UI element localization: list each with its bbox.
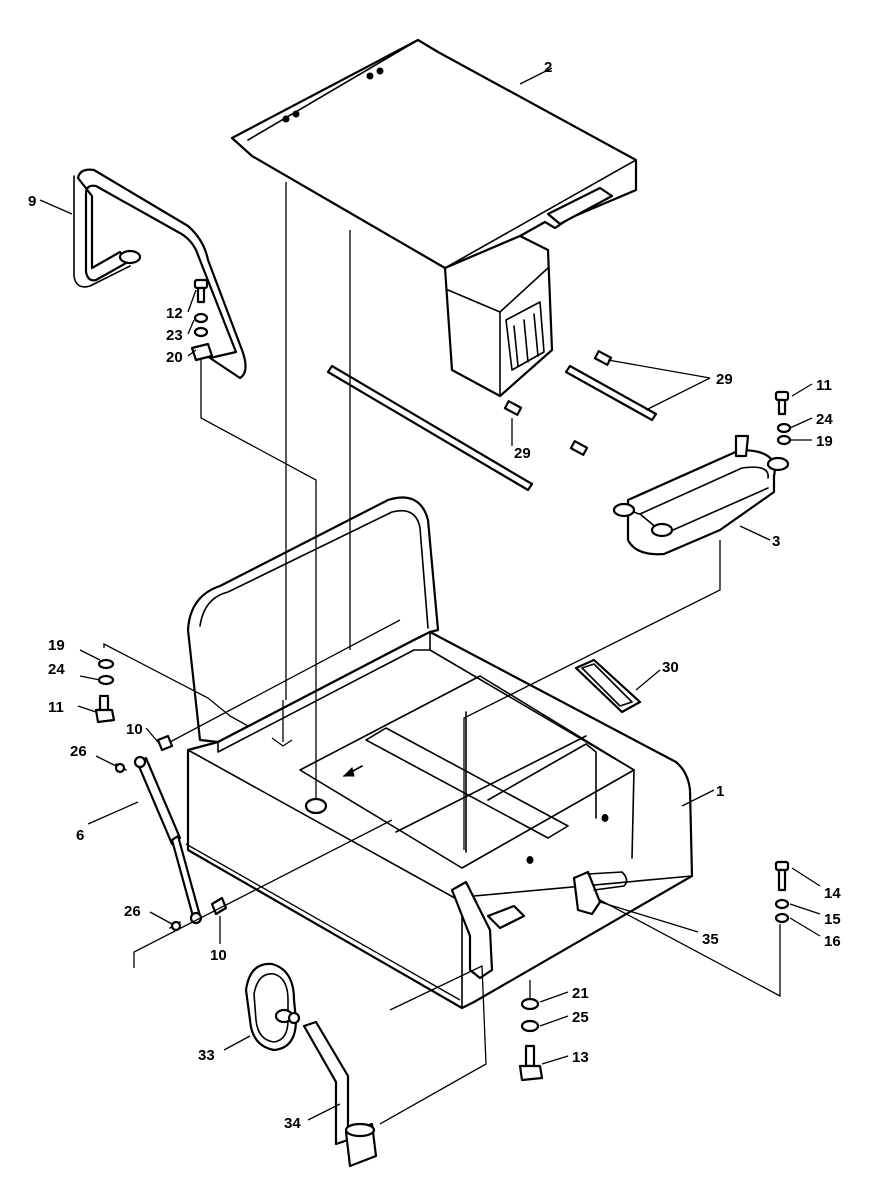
part-6-gas-strut [114, 734, 228, 932]
callout-6: 6 [76, 827, 84, 844]
callout-30: 30 [662, 659, 679, 676]
callout-10-top: 10 [126, 721, 143, 738]
part-34-mirror-stay [302, 1020, 378, 1168]
callout-10-bottom: 10 [210, 947, 227, 964]
bolt-stack-right-mid [774, 860, 790, 924]
callout-34: 34 [284, 1115, 301, 1132]
callout-9: 9 [28, 193, 36, 210]
bolt-stack-right-top [774, 390, 792, 446]
part-3-tray [612, 434, 790, 556]
callout-29-left: 29 [514, 445, 531, 462]
callout-33: 33 [198, 1047, 215, 1064]
callout-24-left: 24 [48, 661, 65, 678]
callout-16: 16 [824, 933, 841, 950]
bolt-stack-bottom [518, 997, 544, 1082]
callout-24-top: 24 [816, 411, 833, 428]
part-1-seat-box [186, 496, 694, 1010]
callout-19-left: 19 [48, 637, 65, 654]
part-33-mirror [244, 962, 301, 1052]
part-2-cover [230, 38, 638, 398]
callout-25: 25 [572, 1009, 589, 1026]
assembly-leader-lines [39, 67, 821, 1125]
callout-3: 3 [772, 533, 780, 550]
callout-labels: 2 9 12 23 20 29 29 11 24 19 3 30 19 24 1… [28, 59, 841, 1132]
callout-29-right: 29 [716, 371, 733, 388]
callout-26-bottom: 26 [124, 903, 141, 920]
callout-35: 35 [702, 931, 719, 948]
part-9-handle-bar [73, 168, 247, 380]
callout-21: 21 [572, 985, 589, 1002]
callout-2: 2 [544, 59, 552, 76]
callout-1: 1 [716, 783, 724, 800]
callout-12: 12 [166, 305, 183, 322]
callout-11-top: 11 [816, 377, 832, 394]
bolt-stack-left-mid [94, 658, 116, 724]
part-30-gasket [574, 658, 642, 714]
callout-23: 23 [166, 327, 183, 344]
callout-26-top: 26 [70, 743, 87, 760]
callout-13: 13 [572, 1049, 589, 1066]
callout-19-top: 19 [816, 433, 833, 450]
callout-15: 15 [824, 911, 841, 928]
bolt-stack-left-top [190, 278, 214, 362]
callout-14: 14 [824, 885, 841, 902]
callout-20: 20 [166, 349, 183, 366]
callout-11-left: 11 [48, 699, 64, 716]
part-29-strips [326, 350, 658, 492]
